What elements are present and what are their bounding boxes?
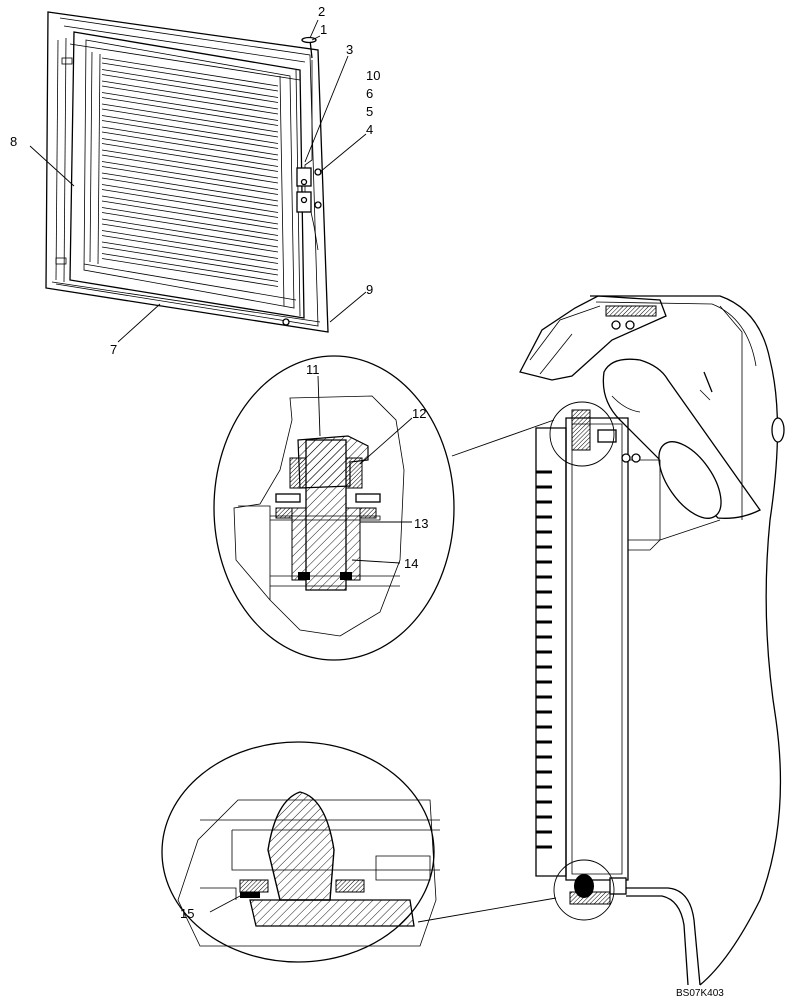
fitting — [771, 417, 785, 443]
louver-line — [101, 246, 279, 276]
louver-line — [101, 189, 279, 218]
callout-3: 3 — [346, 42, 353, 57]
louver-line — [101, 223, 279, 253]
louver-line — [101, 62, 279, 92]
bolt-icon — [314, 201, 322, 209]
callout-2: 2 — [318, 4, 325, 19]
hose-end — [658, 441, 722, 519]
bolt-icon — [282, 318, 290, 326]
louver-line — [101, 166, 279, 195]
callout-6: 6 — [366, 86, 373, 101]
louver-line — [101, 108, 279, 138]
louver-line — [101, 103, 279, 133]
callout-14: 14 — [404, 556, 418, 571]
bolt-icon — [611, 320, 621, 330]
detail-view-seal — [161, 741, 440, 963]
louver-line — [101, 195, 279, 225]
louver-line — [101, 92, 279, 121]
louver-line — [101, 258, 279, 287]
mounting-tab — [61, 57, 73, 65]
louver-line — [101, 69, 279, 98]
louver-line — [101, 230, 279, 259]
pin-head — [301, 36, 317, 44]
louver-line — [101, 85, 279, 115]
louver-line — [101, 74, 279, 103]
louver-line — [101, 212, 279, 241]
louver-line — [101, 143, 279, 172]
callout-8: 8 — [10, 134, 17, 149]
louver-line — [101, 161, 279, 190]
bolt-icon — [621, 453, 631, 463]
section-view — [417, 295, 785, 986]
callout-10: 10 — [366, 68, 380, 83]
louver-line — [101, 177, 279, 207]
louver-line — [101, 120, 279, 149]
louver-line — [101, 138, 279, 167]
callout-4: 4 — [366, 122, 373, 137]
callout-13: 13 — [414, 516, 428, 531]
leader-lines — [29, 19, 367, 343]
louver-line — [101, 218, 279, 248]
callout-5: 5 — [366, 104, 373, 119]
callout-9: 9 — [366, 282, 373, 297]
bolt-icon — [625, 320, 635, 330]
louver-line — [101, 172, 279, 202]
louver-line — [101, 57, 279, 87]
louver-line — [101, 149, 279, 179]
detail-marker-top — [549, 401, 615, 467]
louver-slats — [101, 57, 279, 287]
louver-line — [101, 80, 279, 110]
louver-line — [101, 131, 279, 161]
callout-1: 1 — [320, 22, 327, 37]
bolt-icon — [300, 196, 308, 204]
louver-line — [101, 184, 279, 213]
louver-line — [101, 241, 279, 271]
bolt-icon — [300, 178, 308, 186]
mounting-tab — [55, 257, 67, 265]
louver-line — [101, 126, 279, 156]
louver-line — [101, 200, 279, 230]
louver-line — [101, 115, 279, 144]
callouts: 2 1 3 10 6 5 4 8 9 7 11 12 13 14 15 BS07… — [10, 4, 724, 999]
detail-marker-bottom — [553, 859, 615, 921]
callout-7: 7 — [110, 342, 117, 357]
screen-assembly — [45, 11, 329, 333]
figure-code: BS07K403 — [676, 988, 724, 999]
latch-bracket — [296, 167, 312, 187]
callout-15: 15 — [180, 906, 194, 921]
louver-line — [101, 253, 279, 282]
callout-12: 12 — [412, 406, 426, 421]
condenser-fins — [536, 470, 552, 849]
louver-line — [101, 154, 279, 184]
bolt-icon — [631, 453, 641, 463]
louver-line — [101, 207, 279, 236]
callout-11: 11 — [306, 362, 320, 377]
bolt-icon — [314, 168, 322, 176]
louver-line — [101, 97, 279, 126]
detail-view-fastener — [213, 355, 455, 661]
seal-top — [571, 409, 591, 451]
louver-line — [101, 235, 279, 264]
